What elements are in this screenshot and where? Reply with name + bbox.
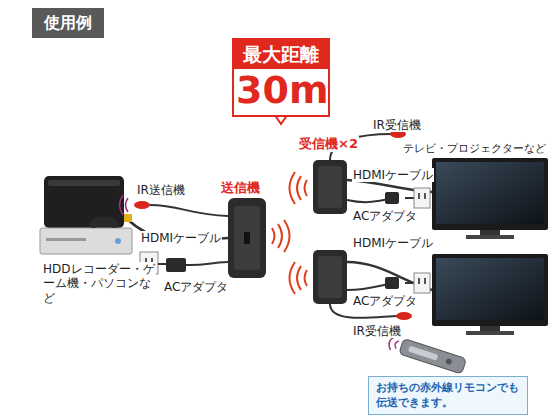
part-label: IR受信機 <box>372 118 422 132</box>
callout-value: 30m <box>234 69 328 115</box>
part-label: HDMIケーブル <box>352 168 434 182</box>
part-label: ACアダプタ <box>352 209 418 223</box>
source-devices <box>40 176 132 254</box>
device-label: 受信機×2 <box>298 136 359 152</box>
distance-callout: 最大距離30m <box>232 38 330 117</box>
receiver-cables <box>330 134 432 318</box>
callout-heading: 最大距離 <box>234 40 328 69</box>
part-label: HDMIケーブル <box>352 236 434 250</box>
ir-transmitter <box>120 195 229 216</box>
part-label: HDMIケーブル <box>140 231 222 245</box>
part-label: IR受信機 <box>352 324 402 338</box>
receiver <box>313 160 347 304</box>
title-tab: 使用例 <box>32 8 104 38</box>
device-label: HDDレコーダー・ゲーム機・パソコンなど <box>42 262 156 305</box>
note-box: お持ちの赤外線リモコンでも伝送できます。 <box>368 376 528 415</box>
note-text: お持ちの赤外線リモコンでも伝送できます。 <box>376 380 520 411</box>
part-label: IR送信機 <box>136 183 186 197</box>
wireless-waves <box>272 172 307 294</box>
part-label: ACアダプタ <box>163 280 229 294</box>
ir-receiver-head <box>390 130 412 320</box>
device-label: 送信機 <box>220 180 261 196</box>
hdmi-plug <box>124 214 132 222</box>
part-label: ACアダプタ <box>352 294 418 308</box>
device-label: テレビ・プロジェクターなど <box>402 142 547 155</box>
television <box>432 158 548 335</box>
remote-control <box>387 335 467 374</box>
transmitter <box>228 198 266 278</box>
